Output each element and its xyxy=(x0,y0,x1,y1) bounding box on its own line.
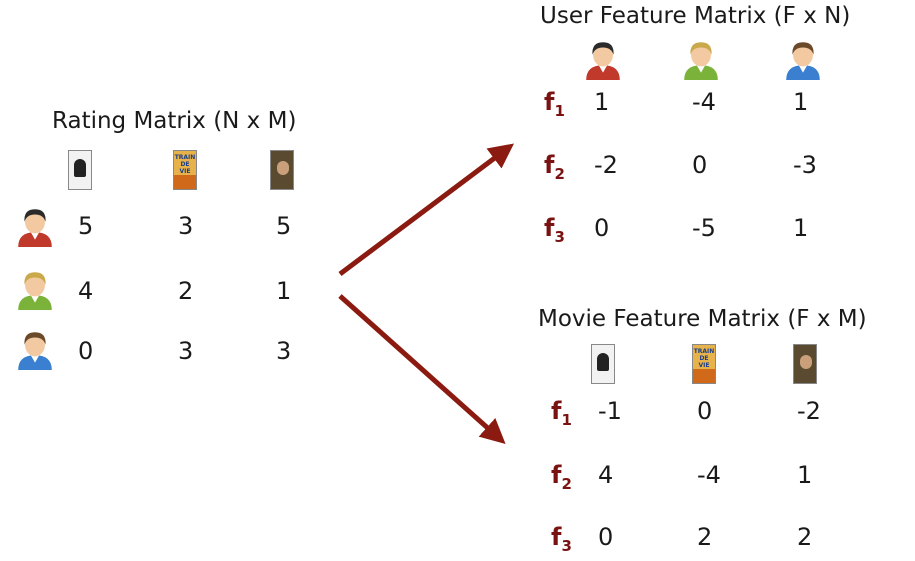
user-feature-cell: -5 xyxy=(692,214,716,242)
user-feature-label-f3: f3 xyxy=(544,214,565,246)
movie-feature-cell: -4 xyxy=(697,461,721,489)
user-feature-label-f2: f2 xyxy=(544,151,565,183)
user-dark-hair-red-shirt-icon xyxy=(14,205,56,251)
rating-cell: 5 xyxy=(276,212,292,240)
user-feature-cell: 1 xyxy=(793,88,809,116)
user-feature-cell: 1 xyxy=(793,214,809,242)
movie-feature-label-f3: f3 xyxy=(551,523,572,555)
movie-poster-black-swan-icon xyxy=(591,344,615,384)
user-brown-hair-blue-shirt-icon xyxy=(14,328,56,374)
rating-cell: 1 xyxy=(276,277,292,305)
movie-feature-matrix-title: Movie Feature Matrix (F x M) xyxy=(538,306,867,332)
user-dark-hair-red-shirt-icon xyxy=(582,38,624,84)
movie-poster-train-de-vie-icon: TRAIN DE VIE xyxy=(173,150,197,190)
movie-feature-cell: -2 xyxy=(797,397,821,425)
arrow-to-user-matrix xyxy=(338,143,514,276)
user-feature-matrix-title: User Feature Matrix (F x N) xyxy=(540,3,851,29)
rating-cell: 3 xyxy=(276,337,292,365)
movie-feature-cell: 4 xyxy=(598,461,614,489)
arrow-to-movie-matrix xyxy=(338,294,506,444)
user-feature-cell: 0 xyxy=(594,214,610,242)
user-feature-cell: -4 xyxy=(692,88,716,116)
movie-feature-cell: 2 xyxy=(797,523,813,551)
movie-feature-cell: 0 xyxy=(598,523,614,551)
movie-poster-train-de-vie-icon: TRAIN DE VIE xyxy=(692,344,716,384)
rating-cell: 3 xyxy=(178,337,194,365)
rating-cell: 3 xyxy=(178,212,194,240)
movie-feature-label-f1: f1 xyxy=(551,397,572,429)
user-blonde-green-shirt-icon xyxy=(14,268,56,314)
movie-feature-cell: 1 xyxy=(797,461,813,489)
movie-feature-cell: -1 xyxy=(598,397,622,425)
user-feature-cell: -3 xyxy=(793,151,817,179)
movie-feature-label-f2: f2 xyxy=(551,461,572,493)
user-feature-cell: 0 xyxy=(692,151,708,179)
user-brown-hair-blue-shirt-icon xyxy=(782,38,824,84)
user-feature-cell: 1 xyxy=(594,88,610,116)
movie-poster-black-swan-icon xyxy=(68,150,92,190)
rating-cell: 4 xyxy=(78,277,94,305)
user-feature-label-f1: f1 xyxy=(544,88,565,120)
rating-cell: 0 xyxy=(78,337,94,365)
rating-matrix-title: Rating Matrix (N x M) xyxy=(52,108,297,134)
user-blonde-green-shirt-icon xyxy=(680,38,722,84)
rating-cell: 2 xyxy=(178,277,194,305)
movie-poster-black-swan-icon-image xyxy=(68,150,92,190)
user-feature-cell: -2 xyxy=(594,151,618,179)
movie-poster-portrait-icon-image xyxy=(270,150,294,190)
movie-feature-cell: 2 xyxy=(697,523,713,551)
rating-cell: 5 xyxy=(78,212,94,240)
movie-poster-train-de-vie-icon-image: TRAIN DE VIE xyxy=(173,150,197,190)
movie-poster-portrait-icon xyxy=(270,150,294,190)
movie-feature-cell: 0 xyxy=(697,397,713,425)
movie-poster-portrait-icon xyxy=(793,344,817,384)
